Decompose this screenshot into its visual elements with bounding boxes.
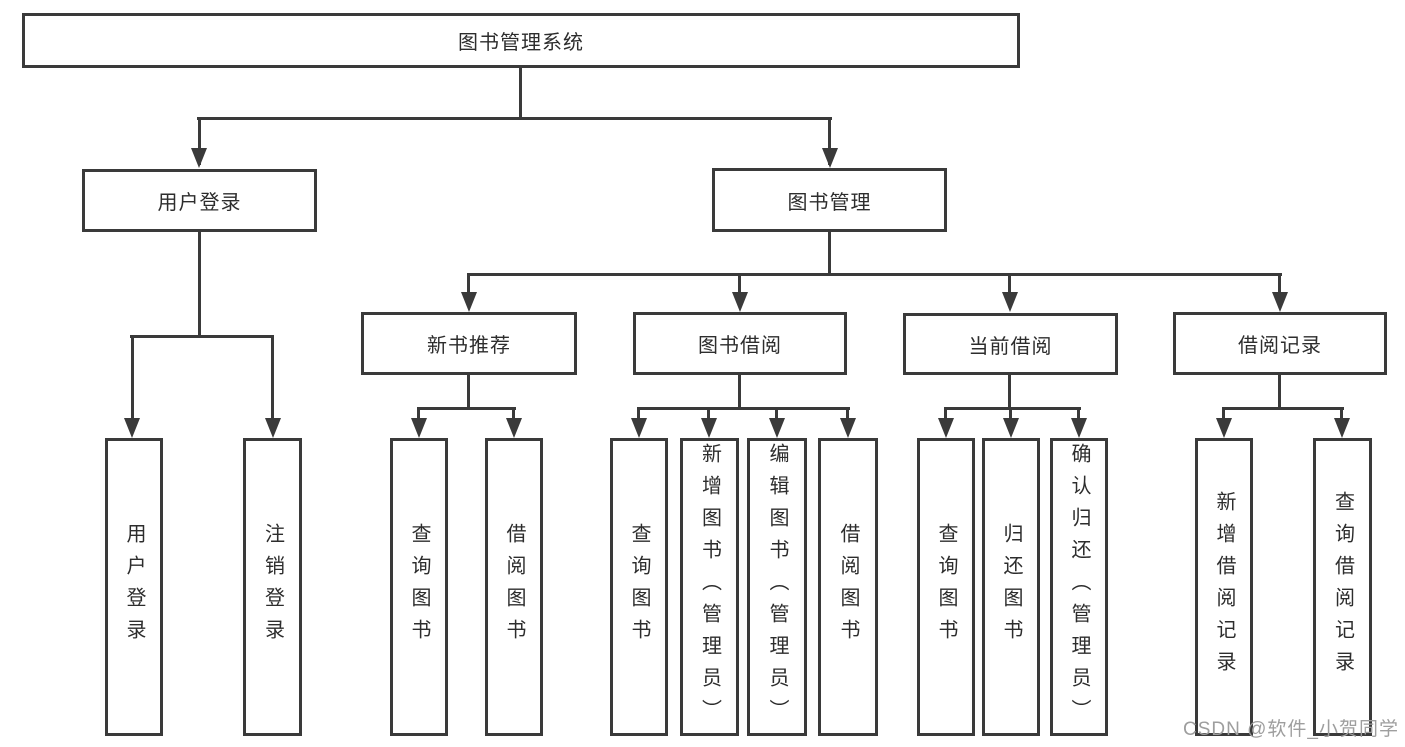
leaf-label: 新增图书（管理员） [698,443,721,731]
leaf-label: 新增借阅记录 [1213,491,1235,683]
node-book-management: 图书管理 [712,168,947,232]
connector-level3 [467,273,1282,276]
arrowhead-icon [506,418,522,438]
connector-to-leaf-logout [271,335,274,418]
leaf-confirm-return-admin: 确认归还（管理员） [1050,438,1108,736]
arrowhead-icon [265,418,281,438]
connector-book-borrow-stem [738,375,741,407]
leaf-user-login: 用户登录 [105,438,163,736]
connector-to-current-borrow [1008,273,1011,293]
connector-to-book-management [828,117,831,165]
leaf-label: 借阅图书 [837,523,859,651]
connector-to-user-login [198,117,201,165]
leaf-add-books-admin: 新增图书（管理员） [680,438,739,736]
leaf-return-books: 归还图书 [982,438,1040,736]
leaf-label: 查询图书 [628,523,650,651]
leaf-query-books-borrow: 查询图书 [610,438,668,736]
leaf-query-borrow-record: 查询借阅记录 [1313,438,1372,736]
connector-root-stem [519,68,522,117]
leaf-label: 借阅图书 [503,523,525,651]
arrowhead-icon [1334,418,1350,438]
arrowhead-icon [411,418,427,438]
connector-leaf [417,407,420,422]
csdn-watermark: CSDN @软件_小贺同学 [1183,719,1399,740]
leaf-edit-books-admin: 编辑图书（管理员） [747,438,807,736]
connector-level1 [197,117,832,120]
leaf-borrow-books: 借阅图书 [818,438,878,736]
node-label: 图书借阅 [698,335,782,357]
node-label: 新书推荐 [427,335,511,357]
node-label: 图书管理 [787,191,872,214]
connector-leaf [944,407,947,422]
node-book-borrow: 图书借阅 [633,312,847,375]
arrowhead-icon [769,418,785,438]
connector-to-leaf-user-login [131,335,134,418]
connector-leaf [707,407,710,422]
leaf-label: 查询图书 [408,523,430,651]
connector-leaf [1009,407,1012,422]
node-user-login: 用户登录 [82,169,317,232]
arrowhead-icon [822,148,838,168]
node-label: 用户登录 [157,192,242,214]
connector-new-book-stem [467,375,470,407]
connector-to-book-borrow [738,273,741,293]
connector-book-management-stem [828,232,831,273]
arrowhead-icon [124,418,140,438]
connector-leaf [637,407,640,422]
arrowhead-icon [631,418,647,438]
connector-leaf [1222,407,1225,422]
leaf-query-books-current: 查询图书 [917,438,975,736]
arrowhead-icon [1002,292,1018,312]
node-current-borrow: 当前借阅 [903,313,1118,375]
connector-leaf [1077,407,1080,422]
arrowhead-icon [938,418,954,438]
leaf-add-borrow-record: 新增借阅记录 [1195,438,1253,736]
node-label: 借阅记录 [1238,335,1322,357]
connector-to-new-book [467,273,470,293]
leaf-query-books-recommend: 查询图书 [390,438,448,736]
node-label: 图书管理系统 [458,32,584,54]
leaf-label: 查询借阅记录 [1331,491,1354,683]
node-new-book-recommend: 新书推荐 [361,312,577,375]
leaf-label: 查询图书 [935,523,957,651]
connector-current-borrow-split [944,407,1081,410]
connector-borrow-records-split [1222,407,1344,410]
arrowhead-icon [840,418,856,438]
connector-book-borrow-split [637,407,850,410]
leaf-label: 注销登录 [261,523,284,651]
connector-to-borrow-records [1278,273,1281,293]
connector-user-login-stem [198,232,201,335]
leaf-label: 归还图书 [1000,523,1022,651]
arrowhead-icon [732,292,748,312]
connector-user-login-split [130,335,274,338]
arrowhead-icon [1272,292,1288,312]
leaf-borrow-books-recommend: 借阅图书 [485,438,543,736]
leaf-label: 编辑图书（管理员） [766,443,788,731]
connector-current-borrow-stem [1008,375,1011,407]
node-label: 当前借阅 [968,335,1053,358]
connector-new-book-split [417,407,516,410]
connector-leaf [775,407,778,422]
leaf-label: 确认归还（管理员） [1068,443,1090,731]
node-borrow-records: 借阅记录 [1173,312,1387,375]
arrowhead-icon [461,292,477,312]
connector-leaf [846,407,849,422]
connector-leaf [1340,407,1343,422]
arrowhead-icon [1071,418,1087,438]
leaf-label: 用户登录 [123,523,145,651]
arrowhead-icon [1003,418,1019,438]
leaf-logout: 注销登录 [243,438,302,736]
connector-leaf [512,407,515,422]
arrowhead-icon [191,148,207,168]
node-library-management-system: 图书管理系统 [22,13,1020,68]
arrowhead-icon [701,418,717,438]
connector-borrow-records-stem [1278,375,1281,407]
arrowhead-icon [1216,418,1232,438]
